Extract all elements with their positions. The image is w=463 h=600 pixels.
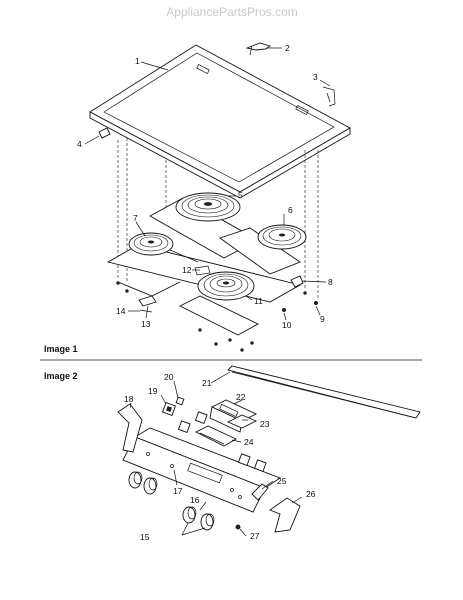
screw-part-27[interactable] xyxy=(235,524,241,530)
section-label-image-2: Image 2 xyxy=(44,371,78,381)
leader-lines-image-1 xyxy=(84,47,331,321)
callout-21: 21 xyxy=(202,378,212,388)
radiant-element-part-5[interactable] xyxy=(175,192,241,222)
infinite-switches[interactable] xyxy=(177,411,267,472)
clip-part-2[interactable] xyxy=(245,42,271,56)
mounting-screws xyxy=(116,281,307,352)
bracket-part-12[interactable] xyxy=(194,265,211,276)
callout-25: 25 xyxy=(277,476,287,486)
callout-6: 6 xyxy=(288,205,293,215)
callout-18: 18 xyxy=(124,394,134,404)
image-2-control-panel-assembly: 15 16 17 18 19 20 21 22 23 24 25 26 27 xyxy=(117,365,421,542)
callout-16: 16 xyxy=(190,495,200,505)
radiant-element-part-11[interactable] xyxy=(197,271,255,301)
bracket-part-13[interactable] xyxy=(138,295,157,307)
callout-26: 26 xyxy=(306,489,316,499)
callout-1: 1 xyxy=(135,56,140,66)
callout-4: 4 xyxy=(77,139,82,149)
watermark-text: AppliancePartsPros.com xyxy=(166,5,297,19)
callout-5: 5 xyxy=(238,190,243,200)
callout-3: 3 xyxy=(313,72,318,82)
callout-19: 19 xyxy=(148,386,158,396)
callout-24: 24 xyxy=(244,437,254,447)
clip-part-4[interactable] xyxy=(98,127,111,139)
cooktop-glass-part[interactable] xyxy=(89,44,351,199)
callout-12: 12 xyxy=(182,265,192,275)
bracket-part-14[interactable] xyxy=(139,309,153,313)
screw-part-10[interactable] xyxy=(281,307,287,313)
screw-part-9[interactable] xyxy=(313,300,319,306)
terminal-part-8[interactable] xyxy=(290,275,304,288)
callout-14: 14 xyxy=(116,306,126,316)
callouts-image-1: 1 2 3 4 5 6 7 8 9 10 11 12 13 14 xyxy=(77,43,333,330)
switch-part-20[interactable] xyxy=(175,396,185,406)
end-cap-part-18[interactable] xyxy=(117,403,143,453)
overlay-part-24[interactable] xyxy=(194,425,237,447)
callout-2: 2 xyxy=(285,43,290,53)
bracket-part-25[interactable] xyxy=(251,483,269,501)
callout-20: 20 xyxy=(164,372,174,382)
bracket-part-3[interactable] xyxy=(322,86,336,107)
end-cap-part-26[interactable] xyxy=(269,497,301,533)
leader-lines-image-2 xyxy=(129,371,303,537)
callout-17: 17 xyxy=(173,486,183,496)
control-board-part-23[interactable] xyxy=(226,414,258,429)
callout-15: 15 xyxy=(140,532,150,542)
callout-8: 8 xyxy=(328,277,333,287)
radiant-element-part-7[interactable] xyxy=(128,232,174,256)
image-1-cooktop-assembly: 1 2 3 4 5 6 7 8 9 10 11 12 13 14 xyxy=(77,42,351,352)
trim-strip-part-21[interactable] xyxy=(227,365,421,419)
callout-9: 9 xyxy=(320,314,325,324)
callout-13: 13 xyxy=(141,319,151,329)
knob-part-16[interactable] xyxy=(128,471,158,495)
switch-part-19[interactable] xyxy=(162,402,176,416)
knob-part-15[interactable] xyxy=(182,506,215,531)
display-module-part-22[interactable] xyxy=(209,399,258,433)
callouts-image-2: 15 16 17 18 19 20 21 22 23 24 25 26 27 xyxy=(124,372,316,542)
radiant-element-part-6[interactable] xyxy=(257,224,307,250)
callout-23: 23 xyxy=(260,419,270,429)
control-panel-part-17[interactable] xyxy=(122,427,281,513)
callout-11: 11 xyxy=(254,296,263,306)
callout-27: 27 xyxy=(250,531,260,541)
callout-10: 10 xyxy=(282,320,292,330)
callout-7: 7 xyxy=(133,213,138,223)
section-label-image-1: Image 1 xyxy=(44,344,78,354)
callout-22: 22 xyxy=(236,392,246,402)
